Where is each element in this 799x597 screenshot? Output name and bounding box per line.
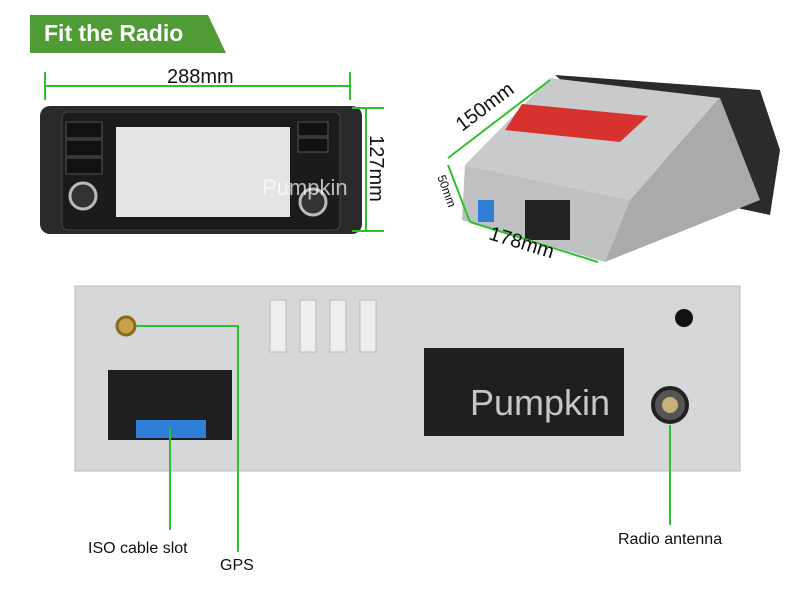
chassis-dimension-lines — [447, 79, 599, 263]
width-label: 288mm — [167, 66, 234, 88]
height-dimension-line — [352, 107, 384, 232]
iso-cable-slot-label: ISO cable slot — [88, 540, 188, 557]
width-dimension-line — [44, 72, 351, 100]
gps-label: GPS — [220, 557, 254, 574]
rear-panel — [74, 285, 741, 472]
height-label: 127mm — [364, 135, 387, 202]
callout-lines — [136, 325, 671, 552]
banner-title: Fit the Radio — [44, 20, 184, 46]
title-banner — [30, 15, 226, 53]
radio-chassis-3d — [462, 75, 780, 262]
gps-connector — [115, 315, 137, 337]
watermark-logo-front: Pumpkin — [262, 175, 348, 200]
radio-antenna-label: Radio antenna — [618, 531, 723, 548]
watermark-logo: Pumpkin — [470, 382, 610, 423]
radio-front-unit — [40, 106, 362, 234]
